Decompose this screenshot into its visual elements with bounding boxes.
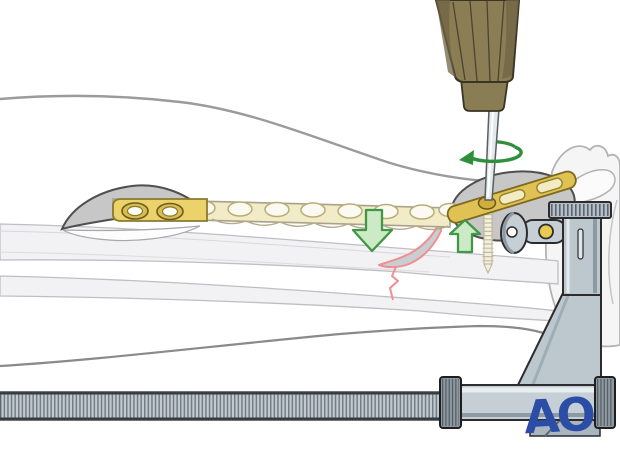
post-slot [577, 228, 584, 260]
bone-line [0, 251, 431, 273]
ao-logo: AO [523, 387, 595, 445]
rotation-arrowhead-icon [459, 150, 474, 165]
base-shade [530, 292, 571, 388]
disc-hole [506, 226, 518, 238]
fracture-line [389, 266, 399, 301]
plate-hole [126, 205, 144, 217]
plate-hole [227, 201, 253, 217]
screw-tip [483, 263, 493, 275]
threaded-rod [0, 391, 445, 421]
plate-end [446, 170, 577, 224]
plate-hole [161, 206, 179, 217]
compression-arrow-down-icon [351, 208, 394, 253]
disc-shade [502, 211, 515, 255]
incision-opening [62, 225, 201, 242]
handle-facets [452, 0, 505, 82]
forearm-outline [0, 94, 551, 368]
bone-line [0, 230, 451, 258]
rotation-arrow-icon [470, 145, 523, 164]
distractor-device [500, 201, 612, 388]
handle-collar [459, 78, 510, 112]
knurled-nut-right [594, 376, 616, 429]
distractor-pin [538, 223, 554, 240]
handle-shade [502, 0, 519, 79]
plate-hole [337, 203, 363, 219]
handle-shade [436, 0, 456, 78]
screwdriver [434, 0, 523, 201]
foot-notch [544, 419, 561, 437]
plate-hole [300, 202, 326, 218]
ulna-bone [0, 275, 559, 322]
plate-scalloped-edge [211, 218, 449, 231]
arm-bottom-contour [0, 324, 551, 368]
bone-plate [112, 198, 462, 231]
forearm-bones [0, 223, 559, 322]
shaft-highlight [487, 110, 494, 198]
distractor-base [515, 292, 602, 388]
bone-fragment [378, 221, 442, 269]
compression-arrow-up-icon [448, 218, 482, 254]
plate-slot [498, 188, 526, 206]
plate-hole [409, 204, 435, 220]
handle-body [434, 0, 521, 83]
arm-top-contour [0, 94, 485, 183]
plate-slot [536, 177, 563, 194]
rod-assembly [0, 376, 616, 437]
bone-screw [482, 211, 494, 275]
hand-crease [608, 199, 618, 305]
plate-hole [264, 201, 290, 218]
